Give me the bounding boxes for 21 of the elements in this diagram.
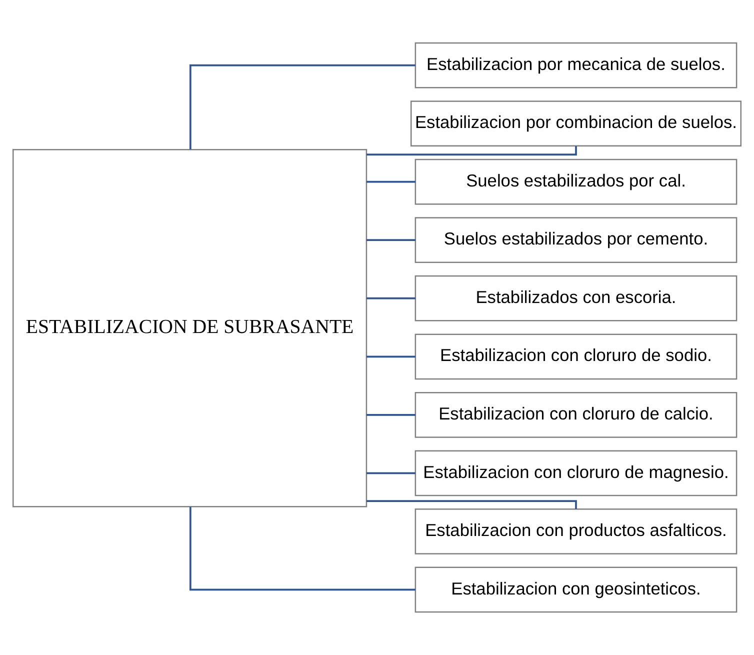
connector [366, 146, 577, 156]
node-box: Estabilizacion con geosinteticos. [414, 566, 738, 613]
connector [189, 64, 416, 150]
node-box: Suelos estabilizados por cemento. [414, 217, 738, 264]
connector [366, 180, 416, 183]
connector [366, 500, 577, 510]
connector [366, 297, 416, 300]
node-box: Estabilizacion por mecanica de suelos. [414, 42, 738, 88]
node-box: Estabilizacion con productos asfalticos. [414, 508, 738, 554]
connector [189, 506, 416, 591]
node-box: Suelos estabilizados por cal. [414, 158, 738, 205]
connector [366, 414, 416, 416]
node-box: ESTABILIZACION DE SUBRASANTE [12, 148, 368, 508]
connector [366, 239, 416, 242]
connector [366, 356, 416, 358]
node-box: Estabilizados con escoria. [414, 275, 738, 322]
node-box: Estabilizacion con cloruro de sodio. [414, 334, 738, 380]
node-box: Estabilizacion por combinacion de suelos. [410, 100, 742, 146]
connector [366, 472, 416, 474]
node-box: Estabilizacion con cloruro de magnesio. [414, 450, 738, 496]
node-box: Estabilizacion con cloruro de calcio. [414, 392, 738, 438]
